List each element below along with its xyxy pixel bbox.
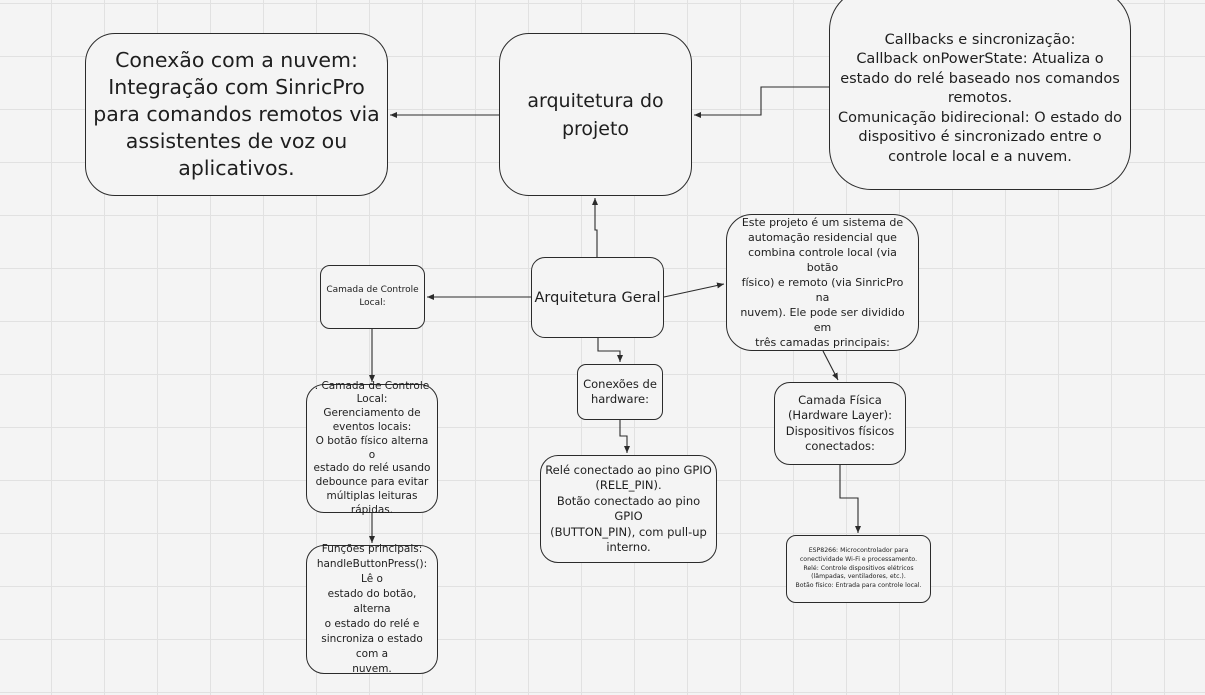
node-main-functions-text: Funções principais: handleButtonPress():… [316,543,428,675]
node-hardware-connections-text: Conexões de hardware: [583,377,657,406]
node-general-architecture-text: Arquitetura Geral [534,289,661,306]
node-local-control-layer[interactable]: Camada de Controle Local: [320,265,425,329]
node-callbacks-sync-text: Callbacks e sincronização: Callback onPo… [837,31,1123,165]
connector-geral-to-conex [597,338,623,362]
connector-callbacks-to-arch [694,86,829,118]
connector-geral-to-desc [663,282,725,298]
connector-fisica-to-esp [839,465,861,533]
node-main-functions[interactable]: Funções principais: handleButtonPress():… [306,543,438,675]
node-esp8266-devices[interactable]: ESP8266: Microcontrolador para conectivi… [786,535,931,603]
node-physical-layer-text: Camada Física (Hardware Layer): Disposit… [785,392,895,454]
node-local-control-layer-text: Camada de Controle Local: [326,285,419,308]
connector-desc-to-fisica [822,350,839,381]
node-cloud-connection[interactable]: Conexão com a nuvem: Integração com Sinr… [85,33,388,196]
connector-conex-to-rele [619,420,630,453]
node-general-architecture[interactable]: Arquitetura Geral [531,257,664,338]
node-relay-pins-text: Relé conectado ao pino GPIO (RELE_PIN). … [545,462,712,555]
node-callbacks-sync[interactable]: Callbacks e sincronização: Callback onPo… [829,0,1131,190]
node-project-description-text: Este projeto é um sistema de automação r… [740,216,905,349]
node-local-control-detail-text: . Camada de Controle Local: Gerenciament… [313,379,431,516]
node-hardware-connections[interactable]: Conexões de hardware: [577,364,663,420]
node-esp8266-devices-text: ESP8266: Microcontrolador para conectivi… [795,547,922,590]
node-cloud-connection-text: Conexão com a nuvem: Integração com Sinr… [93,48,380,180]
node-project-description[interactable]: Este projeto é um sistema de automação r… [726,214,919,351]
node-project-architecture[interactable]: arquitetura do projeto [499,33,692,196]
node-project-architecture-text: arquitetura do projeto [527,89,664,140]
node-physical-layer[interactable]: Camada Física (Hardware Layer): Disposit… [774,382,906,465]
connector-geral-to-arch [592,198,598,257]
node-relay-pins[interactable]: Relé conectado ao pino GPIO (RELE_PIN). … [540,455,717,563]
node-local-control-detail[interactable]: . Camada de Controle Local: Gerenciament… [306,380,438,516]
